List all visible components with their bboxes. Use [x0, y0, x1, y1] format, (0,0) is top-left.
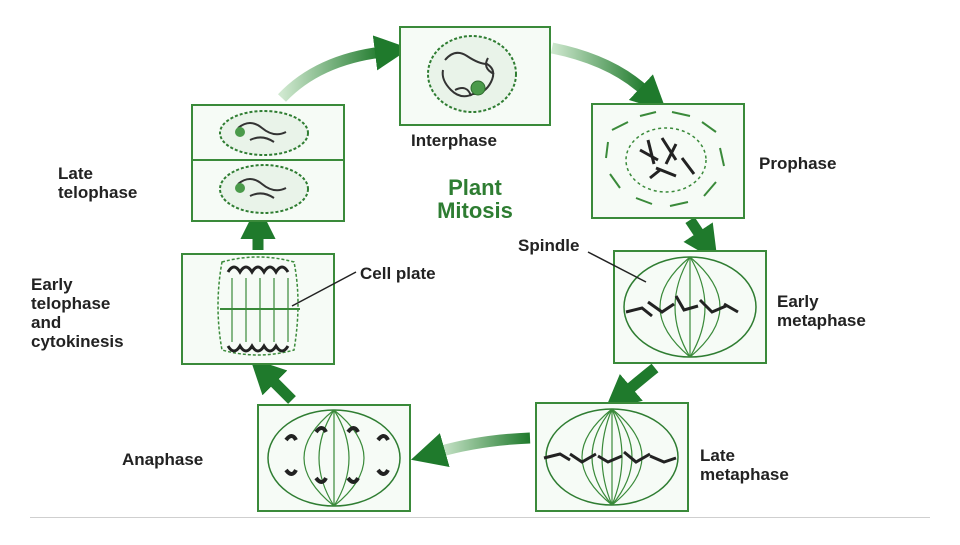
label-late-telophase: Late telophase [58, 164, 138, 202]
stage-late-metaphase [535, 402, 689, 512]
label-early-metaphase: Early metaphase [777, 292, 866, 330]
label-prophase: Prophase [759, 154, 837, 173]
stage-prophase [591, 103, 745, 219]
arrow-interphase-to-prophase [550, 42, 667, 112]
label-early-telophase: Early telophase and cytokinesis [31, 275, 124, 351]
arrow-late-telophase-to-interphase [278, 35, 410, 102]
label-cell-plate: Cell plate [360, 264, 436, 283]
diagram-title: Plant Mitosis [405, 176, 545, 222]
label-late-metaphase: Late metaphase [700, 446, 789, 484]
stage-anaphase [257, 404, 411, 512]
stage-early-metaphase [613, 250, 767, 364]
bottom-divider [30, 517, 930, 518]
cell-plate-leader-line [291, 271, 357, 307]
label-interphase: Interphase [411, 131, 497, 150]
stage-late-telophase [191, 104, 345, 222]
arrow-prophase-to-early-metaphase [683, 216, 718, 262]
diagram-title-line1: Plant [448, 175, 502, 200]
spindle-leader-line [587, 251, 647, 283]
diagram-title-line2: Mitosis [437, 198, 513, 223]
stage-early-telophase [181, 253, 335, 365]
arrow-anaphase-to-early-telophase [250, 358, 296, 404]
label-anaphase: Anaphase [122, 450, 204, 469]
stage-interphase [399, 26, 551, 126]
arrow-early-metaphase-to-late-metaphase [604, 363, 659, 411]
label-spindle: Spindle [518, 236, 580, 255]
arrow-late-metaphase-to-anaphase [410, 432, 531, 467]
cycle-arrows [240, 35, 718, 467]
